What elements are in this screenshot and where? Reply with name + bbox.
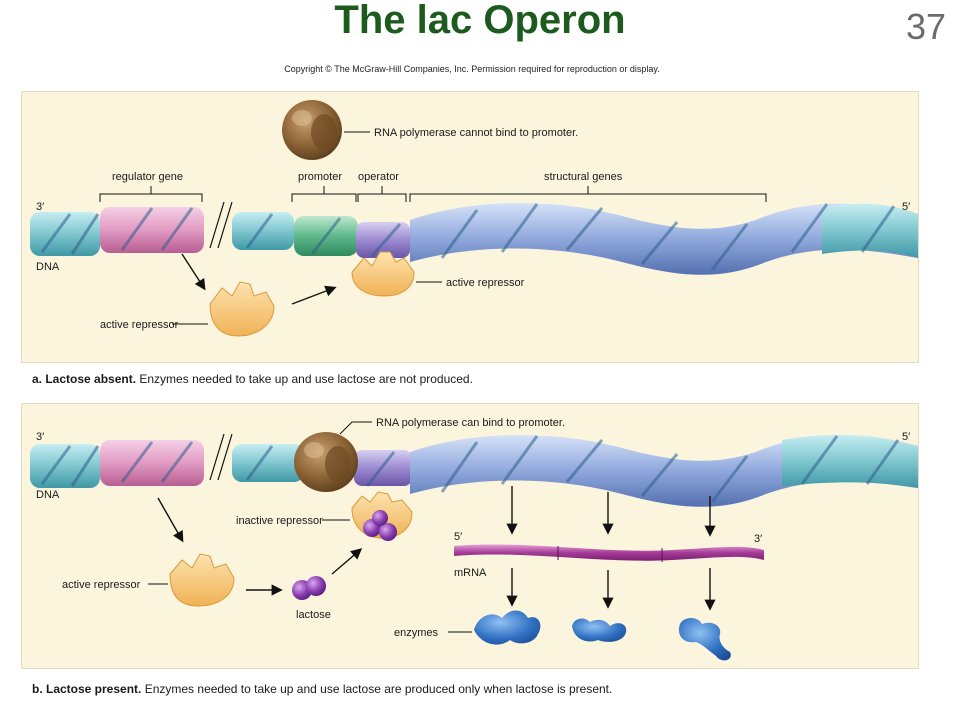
- rna-polymerase-icon: [294, 432, 358, 492]
- dna-segment-mid: [232, 444, 304, 482]
- slide-number: 37: [905, 6, 946, 47]
- dna-strand: [30, 201, 918, 275]
- caption-a-text: Enzymes needed to take up and use lactos…: [136, 372, 473, 386]
- rna-polymerase-icon: [282, 100, 342, 160]
- arrow-regulator-to-repressor: [181, 253, 206, 291]
- active-repressor-bound-label: active repressor: [446, 277, 525, 289]
- operator-label: operator: [358, 171, 399, 183]
- diagram-lactose-absent: RNA polymerase cannot bind to promoter. …: [30, 100, 918, 337]
- lactose-icon: [292, 576, 326, 600]
- caption-b-text: Enzymes needed to take up and use lactos…: [141, 682, 613, 696]
- enzyme-icon: [474, 610, 541, 645]
- mrna-5-label: 5′: [454, 531, 462, 543]
- rna-polymerase-label: RNA polymerase can bind to promoter.: [376, 417, 565, 429]
- dna-segment-right: [782, 434, 918, 488]
- structural-genes-label: structural genes: [544, 171, 623, 183]
- dna-end-3-label: 3′: [36, 201, 44, 213]
- mrna-3-label: 3′: [754, 533, 762, 545]
- enzyme-icon: [572, 618, 627, 642]
- region-brackets: [99, 186, 767, 202]
- active-repressor-free-label: active repressor: [100, 319, 179, 331]
- diagram-lactose-present: 3′ 5′ DNA RNA polymerase can bind to pro…: [30, 417, 918, 661]
- arrow-repressor-to-operator: [291, 285, 337, 305]
- caption-lactose-absent: a. Lactose absent. Enzymes needed to tak…: [32, 372, 473, 386]
- inactive-repressor-label: inactive repressor: [236, 515, 323, 527]
- active-repressor-free-icon: [209, 281, 275, 337]
- panel-lactose-present: 3′ 5′ DNA RNA polymerase can bind to pro…: [22, 404, 918, 668]
- inactive-repressor-icon: [351, 491, 413, 541]
- mrna-strand: [454, 544, 764, 562]
- caption-a-bold: a. Lactose absent.: [32, 372, 137, 386]
- copyright-notice: Copyright © The McGraw-Hill Companies, I…: [284, 64, 660, 74]
- dna-label: DNA: [36, 261, 60, 273]
- dna-end-3-label: 3′: [36, 431, 44, 443]
- enzymes-label: enzymes: [394, 627, 439, 639]
- rna-polymerase-label: RNA polymerase cannot bind to promoter.: [374, 127, 578, 139]
- dna-segment-mid: [232, 212, 294, 250]
- active-repressor-bound-icon: [351, 251, 415, 297]
- lactose-label: lactose: [296, 609, 331, 621]
- dna-label: DNA: [36, 489, 60, 501]
- enzyme-icon: [678, 618, 731, 661]
- active-repressor-icon: [169, 553, 235, 607]
- panel-lactose-absent: RNA polymerase cannot bind to promoter. …: [22, 92, 918, 362]
- caption-b-bold: b. Lactose present.: [32, 682, 142, 696]
- mrna-label: mRNA: [454, 567, 487, 579]
- dna-segment-right: [822, 203, 918, 258]
- page-title: The lac Operon: [334, 0, 626, 42]
- arrow-regulator-to-repressor: [157, 497, 184, 543]
- dna-strand: [30, 433, 918, 507]
- operator-segment: [356, 222, 410, 258]
- dna-end-5-label: 5′: [902, 431, 910, 443]
- promoter-label: promoter: [298, 171, 342, 183]
- caption-lactose-present: b. Lactose present. Enzymes needed to ta…: [32, 682, 612, 696]
- arrow-lactose-to-inactive: [331, 548, 363, 575]
- regulator-gene-label: regulator gene: [112, 171, 183, 183]
- regulator-gene-segment: [100, 207, 204, 253]
- active-repressor-label: active repressor: [62, 579, 141, 591]
- dna-end-5-label: 5′: [902, 201, 910, 213]
